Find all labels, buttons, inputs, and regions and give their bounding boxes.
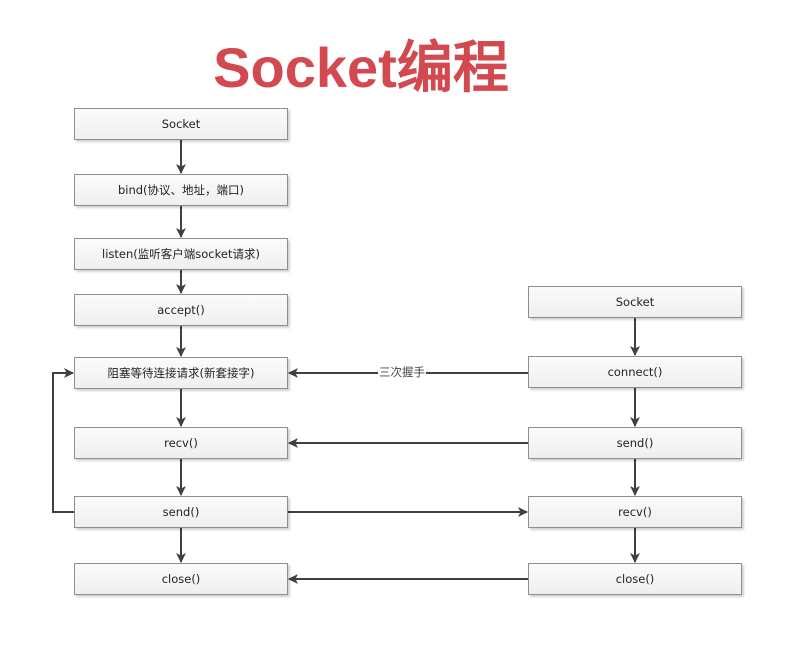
server-send-box: send() — [74, 496, 288, 528]
server-accept-box: accept() — [74, 294, 288, 326]
step-label: listen(监听客户端socket请求) — [102, 247, 260, 261]
edge-s_send-to-s_block — [52, 368, 74, 513]
client-connect-box: connect() — [528, 356, 742, 388]
client-send-box: send() — [528, 427, 742, 459]
handshake-label: 三次握手 — [378, 365, 426, 379]
page-title: Socket编程 — [0, 28, 798, 108]
client-socket-box: Socket — [528, 286, 742, 318]
server-recv-box: recv() — [74, 427, 288, 459]
server-listen-box: listen(监听客户端socket请求) — [74, 238, 288, 270]
step-label: send() — [616, 436, 654, 450]
client-recv-box: recv() — [528, 496, 742, 528]
server-block-box: 阻塞等待连接请求(新套接字) — [74, 357, 288, 389]
step-label: close() — [615, 572, 655, 586]
step-label: send() — [162, 505, 200, 519]
page-title-text: Socket编程 — [213, 36, 509, 99]
step-label: bind(协议、地址，端口) — [117, 183, 245, 197]
step-label: recv() — [618, 505, 652, 519]
step-label: Socket — [161, 117, 201, 131]
step-label: connect() — [607, 365, 663, 379]
client-close-box: close() — [528, 563, 742, 595]
server-close-box: close() — [74, 563, 288, 595]
step-label: close() — [161, 572, 201, 586]
server-socket-box: Socket — [74, 108, 288, 140]
step-label: recv() — [164, 436, 198, 450]
step-label: Socket — [615, 295, 655, 309]
server-bind-box: bind(协议、地址，端口) — [74, 174, 288, 206]
step-label: accept() — [157, 303, 205, 317]
step-label: 阻塞等待连接请求(新套接字) — [107, 366, 255, 380]
